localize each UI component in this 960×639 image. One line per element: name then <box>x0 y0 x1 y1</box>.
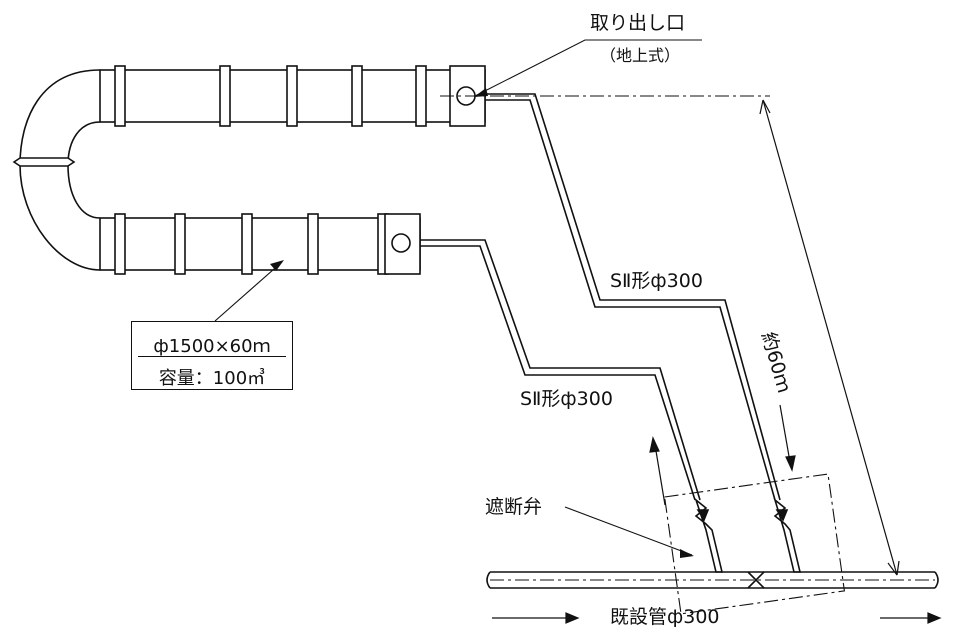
shutoff-valve-left <box>694 497 724 573</box>
lower-pipe-label: SⅡ形ф300 <box>520 388 613 410</box>
outlet-label: 取り出し口 <box>590 12 686 34</box>
tank-size-label: ф1500×60ｍ <box>153 336 271 357</box>
upper-pipe-label: SⅡ形ф300 <box>610 270 703 292</box>
valve-label: 遮断弁 <box>485 496 543 518</box>
flow-arrow-right <box>880 612 942 624</box>
upper-tank-pipe <box>99 65 486 127</box>
lower-outlet-port <box>391 233 411 253</box>
outlet-type-label: （地上式） <box>600 46 681 65</box>
lower-connecting-pipe <box>420 239 701 501</box>
tank-spec-box: ф1500×60ｍ 容量：100㎥ <box>131 321 293 390</box>
flow-arrow-left <box>492 612 580 624</box>
dimension-line <box>759 99 900 576</box>
existing-pipe-label: 既設管ф300 <box>610 606 720 628</box>
tank-spec-divider <box>138 356 286 357</box>
lower-tank-pipe <box>99 213 421 275</box>
upper-connecting-pipe <box>485 93 781 501</box>
tank-capacity-label: 容量：100㎥ <box>158 368 266 389</box>
existing-main-pipe <box>486 571 939 589</box>
flow-arrow-down <box>779 404 796 472</box>
flow-arrow-up <box>649 436 666 506</box>
u-bend <box>12 69 101 271</box>
shutoff-valve-right <box>773 497 802 573</box>
